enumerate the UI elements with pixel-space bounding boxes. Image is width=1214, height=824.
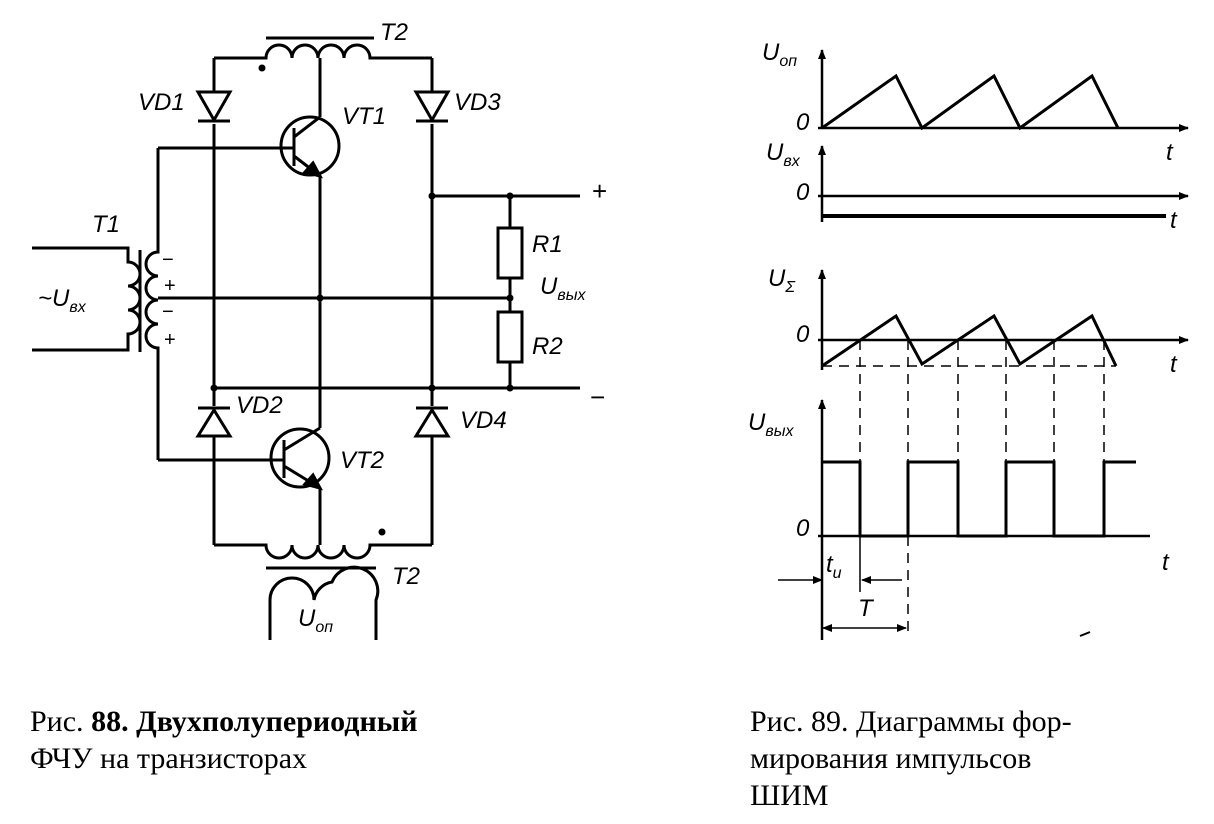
caption-fig-89-line-1: Рис. 89. Диаграммы фор-: [750, 705, 1072, 738]
transformer-t2-top: [214, 36, 432, 72]
caption-fig-88-line-1: Рис. 88. Двухполупериодный: [30, 703, 590, 740]
label-vt1: VT1: [342, 103, 386, 130]
schematic-labels: T2 T2 T1 VD1 VD2 VD3 VD4 VT1 VT2 R1 R2 ~…: [38, 19, 607, 636]
label-t2-top: T2: [380, 19, 408, 46]
transistor-vt2: [158, 426, 331, 545]
label-vd2: VD2: [236, 392, 283, 419]
label-t1: T1: [92, 211, 120, 238]
label-timing-t-u: tи: [826, 551, 842, 582]
dimension-arrows: [778, 576, 907, 632]
caption-fig-88: Рис. 88. Двухполупериодный ФЧУ на транзи…: [30, 703, 590, 777]
label-t2-bottom: T2: [392, 563, 420, 590]
sign-plus-t1-bottom: +: [164, 329, 176, 351]
label-timing-u-in: Uвх: [766, 139, 801, 170]
timing-diagrams: [778, 49, 1189, 640]
label-vt2: VT2: [340, 447, 384, 474]
label-r2: R2: [532, 333, 563, 360]
sign-plus-output: +: [592, 176, 607, 206]
caption-fig-89-word-b: импульсов: [895, 742, 1032, 775]
label-timing-zero-4: 0: [796, 515, 810, 542]
transformer-t1: [32, 148, 160, 460]
sign-minus-output: −: [590, 382, 605, 412]
label-timing-u-ref: Uоп: [762, 39, 797, 70]
transformer-t2-bottom: [214, 528, 432, 640]
panel-u-out: [818, 399, 1150, 640]
label-timing-zero-3: 0: [796, 321, 810, 348]
panel-u-sum: [818, 269, 1189, 370]
caption-fig-88-title-a: Двухполупериодный: [136, 705, 418, 738]
caption-fig-89: Рис. 89. Диаграммы фор- мирования импуль…: [750, 703, 1190, 814]
label-u-in: ~Uвх: [38, 285, 87, 316]
caption-fig-89-word-a: мирования: [750, 742, 889, 775]
caption-fig-88-line-2: ФЧУ на транзисторах: [30, 742, 308, 775]
stray-mark: [1079, 631, 1091, 637]
label-timing-t-3: t: [1170, 351, 1178, 378]
label-vd4: VD4: [460, 407, 507, 434]
left-rail: [195, 58, 233, 545]
label-timing-u-out: Uвых: [748, 409, 794, 440]
transistor-vt1: [158, 58, 341, 179]
label-timing-t-1: t: [1166, 139, 1174, 166]
resistors: [496, 196, 524, 388]
label-r1: R1: [532, 231, 563, 258]
sign-minus-t1-top: −: [162, 249, 174, 271]
label-u-out: Uвых: [540, 273, 586, 304]
figures-drawing: T2 T2 T1 VD1 VD2 VD3 VD4 VT1 VT2 R1 R2 ~…: [32, 19, 1189, 640]
label-timing-u-sum: UΣ: [768, 265, 796, 296]
timing-labels: Uоп 0 t Uвх 0 t UΣ 0 t Uвых 0 t tи T: [748, 39, 1178, 622]
sign-plus-t1-top: +: [164, 275, 176, 297]
label-timing-t-4: t: [1162, 549, 1170, 576]
caption-fig-89-line-2: мирования импульсов: [750, 740, 1190, 777]
schematic: [32, 36, 580, 640]
caption-fig-89-line-3: ШИМ: [750, 779, 829, 812]
right-rail: [413, 58, 451, 545]
panel-u-in: [818, 145, 1189, 222]
label-timing-zero-1: 0: [796, 109, 810, 136]
label-vd3: VD3: [454, 89, 501, 116]
label-vd1: VD1: [138, 89, 185, 116]
label-u-ref: Uоп: [298, 605, 333, 636]
panel-u-ref: [818, 49, 1189, 132]
caption-fig-88-ris: Рис.: [30, 705, 84, 738]
caption-fig-88-number: 88.: [91, 705, 129, 738]
sign-minus-t1-bottom: −: [162, 301, 174, 323]
label-timing-zero-2: 0: [796, 179, 810, 206]
projection-lines: [859, 340, 1105, 632]
label-timing-t-2: t: [1170, 207, 1178, 234]
label-timing-period: T: [858, 595, 875, 622]
